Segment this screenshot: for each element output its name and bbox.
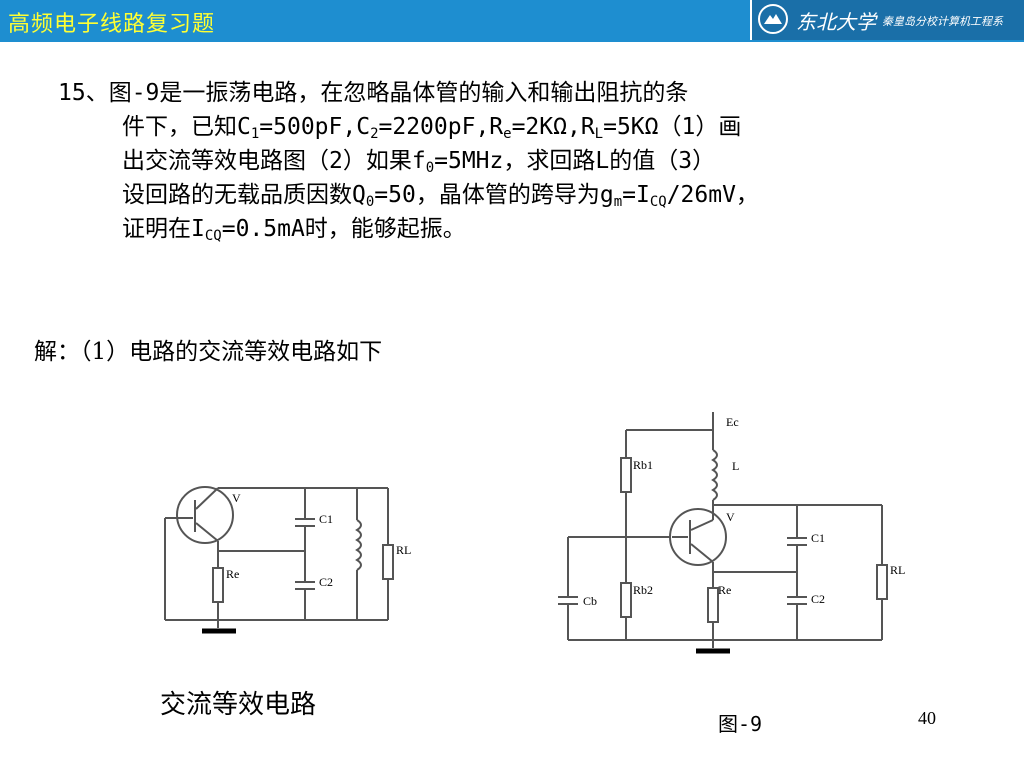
page-number: 40 <box>918 708 936 728</box>
svg-text:Re: Re <box>226 567 239 581</box>
header-bar: 高频电子线路复习题 <box>0 0 750 40</box>
campus-name: 秦皇岛分校计算机工程系 <box>882 15 1003 28</box>
right-re-resistor <box>707 587 719 623</box>
solution-heading: 解：（1）电路的交流等效电路如下 <box>34 339 383 365</box>
university-name: 东北大学 <box>796 10 876 34</box>
slide-title: 高频电子线路复习题 <box>8 12 216 37</box>
svg-text:Rb1: Rb1 <box>633 458 653 472</box>
left-inductor <box>355 519 362 571</box>
university-brand: 东北大学 秦皇岛分校计算机工程系 <box>752 0 1024 40</box>
svg-text:C2: C2 <box>319 575 333 589</box>
problem-line-2: 件下，已知C1=500pF,C2=2200pF,Re=2KΩ,RL=5KΩ（1）… <box>122 114 742 142</box>
right-oscillator-circuit: Ec L Rb1 Rb2 V C1 C2 Re RL Cb <box>558 412 905 654</box>
svg-text:V: V <box>232 491 241 505</box>
problem-line-1: 15、图-9是一振荡电路，在忽略晶体管的输入和输出阻抗的条 <box>58 80 689 106</box>
left-re-resistor <box>212 567 224 603</box>
svg-text:Cb: Cb <box>583 594 597 608</box>
svg-text:RL: RL <box>890 563 905 577</box>
svg-text:Ec: Ec <box>726 415 739 429</box>
right-transistor-symbol <box>669 508 727 566</box>
svg-text:C2: C2 <box>811 592 825 606</box>
equivalent-circuit-caption: 交流等效电路 <box>160 690 317 720</box>
svg-text:RL: RL <box>396 543 411 557</box>
right-rl-resistor <box>876 564 888 600</box>
svg-text:V: V <box>726 510 735 524</box>
problem-line-5: 证明在ICQ=0.5mA时，能够起振。 <box>122 216 466 244</box>
university-logo-icon <box>758 4 788 34</box>
svg-text:C1: C1 <box>811 531 825 545</box>
problem-line-3: 出交流等效电路图（2）如果f0=5MHz，求回路L的值（3） <box>122 148 716 176</box>
right-rb2-resistor <box>620 582 632 618</box>
header-divider <box>0 40 1024 42</box>
svg-text:L: L <box>732 459 739 473</box>
left-transistor-symbol <box>176 486 234 544</box>
right-inductor <box>711 449 718 501</box>
left-equivalent-circuit: V C1 C2 Re RL <box>164 486 411 634</box>
problem-line-4: 设回路的无载品质因数Q0=50，晶体管的跨导为gm=ICQ/26mV， <box>122 182 759 210</box>
svg-text:C1: C1 <box>319 512 333 526</box>
svg-text:Rb2: Rb2 <box>633 583 653 597</box>
problem-statement: 15、图-9是一振荡电路，在忽略晶体管的输入和输出阻抗的条 件下，已知C1=50… <box>58 76 1008 246</box>
left-rl-resistor <box>382 544 394 580</box>
figure-caption: 图-9 <box>718 712 763 736</box>
right-rb1-resistor <box>620 457 632 493</box>
svg-text:Re: Re <box>718 583 731 597</box>
